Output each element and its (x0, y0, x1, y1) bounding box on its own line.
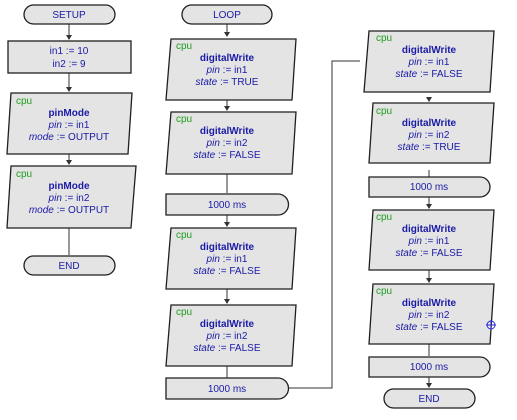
arrow-head (224, 222, 230, 227)
param-line-2: state := FALSE (194, 150, 261, 161)
block-title: digitalWrite (402, 298, 457, 309)
cpu-tag: cpu (376, 212, 392, 223)
terminal-label: END (58, 261, 79, 272)
loop2-digitalwrite-block-3[interactable]: cpu digitalWrite pin := in1 state := FAL… (368, 209, 495, 271)
delay-label: 1000 ms (208, 384, 246, 395)
arrow-head (66, 87, 72, 92)
param-line-2: mode := OUTPUT (29, 132, 109, 143)
setup-end-terminal[interactable]: END (23, 255, 116, 276)
arrow-head (224, 299, 230, 304)
cpu-tag: cpu (176, 307, 192, 318)
block-title: digitalWrite (402, 224, 457, 235)
loop2-digitalwrite-block-1[interactable]: cpu digitalWrite pin := in1 state := FAL… (363, 30, 495, 93)
block-title: digitalWrite (402, 118, 457, 129)
terminal-label: SETUP (52, 10, 86, 21)
connection-point-icon[interactable] (486, 320, 496, 330)
loop2-delay-2[interactable]: 1000 ms (368, 356, 491, 378)
setup-start-terminal[interactable]: SETUP (23, 4, 116, 25)
cpu-tag: cpu (16, 169, 32, 180)
arrow-head (224, 106, 230, 111)
arrow-head (224, 32, 230, 37)
arrow-head (426, 97, 432, 102)
param-line-2: state := FALSE (194, 266, 261, 277)
param-line-1: pin := in1 (408, 236, 450, 247)
arrow-head (426, 204, 432, 209)
param-line-2: state := FALSE (396, 322, 463, 333)
arrow-head (66, 35, 72, 40)
param-line-2: state := FALSE (396, 248, 463, 259)
loop2-digitalwrite-block-2[interactable]: cpu digitalWrite pin := in2 state := TRU… (368, 102, 495, 164)
param-line-1: pin := in1 (408, 57, 450, 68)
loop-delay-2[interactable]: 1000 ms (165, 377, 290, 400)
block-title: digitalWrite (200, 319, 255, 330)
connectors (66, 24, 432, 389)
loop-start-terminal[interactable]: LOOP (181, 4, 273, 25)
arrow-head (66, 160, 72, 165)
param-line-1: pin := in1 (206, 65, 248, 76)
cpu-tag: cpu (376, 33, 392, 44)
init-line-2: in2 := 9 (52, 59, 86, 70)
param-line-1: pin := in1 (206, 254, 248, 265)
block-title: digitalWrite (200, 53, 255, 64)
param-line-2: state := TRUE (398, 142, 461, 153)
loop-delay-1[interactable]: 1000 ms (165, 193, 290, 216)
block-title: pinMode (48, 181, 90, 192)
cpu-tag: cpu (176, 41, 192, 52)
param-line-2: state := FALSE (194, 343, 261, 354)
loop2-delay-1[interactable]: 1000 ms (368, 176, 491, 198)
block-title: digitalWrite (200, 126, 255, 137)
arrow-head (426, 278, 432, 283)
delay-label: 1000 ms (410, 182, 448, 193)
loop2-digitalwrite-block-4[interactable]: cpu digitalWrite pin := in2 state := FAL… (368, 283, 495, 345)
terminal-label: LOOP (213, 10, 241, 21)
block-title: digitalWrite (402, 45, 457, 56)
param-line-2: state := FALSE (396, 69, 463, 80)
setup-init-block[interactable]: in1 := 10 in2 := 9 (7, 40, 132, 74)
block-title: pinMode (48, 108, 90, 119)
param-line-1: pin := in2 (206, 331, 248, 342)
cpu-tag: cpu (16, 96, 32, 107)
param-line-1: pin := in2 (48, 193, 90, 204)
cpu-tag: cpu (376, 106, 392, 117)
loop-digitalwrite-block-4[interactable]: cpu digitalWrite pin := in2 state := FAL… (165, 304, 297, 367)
loop-digitalwrite-block-1[interactable]: cpu digitalWrite pin := in1 state := TRU… (165, 38, 297, 101)
setup-pinmode-block-2[interactable]: cpu pinMode pin := in2 mode := OUTPUT (6, 165, 137, 229)
param-line-2: state := TRUE (196, 77, 259, 88)
cpu-tag: cpu (176, 114, 192, 125)
delay-label: 1000 ms (410, 362, 448, 373)
arrow-head (426, 383, 432, 388)
cpu-tag: cpu (376, 286, 392, 297)
loop-digitalwrite-block-2[interactable]: cpu digitalWrite pin := in2 state := FAL… (165, 111, 297, 175)
setup-pinmode-block-1[interactable]: cpu pinMode pin := in1 mode := OUTPUT (6, 92, 133, 155)
loop-digitalwrite-block-3[interactable]: cpu digitalWrite pin := in1 state := FAL… (165, 227, 297, 290)
terminal-label: END (418, 394, 439, 405)
param-line-1: pin := in2 (408, 310, 450, 321)
init-line-1: in1 := 10 (50, 46, 89, 57)
delay-label: 1000 ms (208, 200, 246, 211)
cpu-tag: cpu (176, 230, 192, 241)
param-line-2: mode := OUTPUT (29, 205, 109, 216)
param-line-1: pin := in2 (206, 138, 248, 149)
wrap-connector (289, 60, 360, 389)
param-line-1: pin := in1 (48, 120, 90, 131)
block-title: digitalWrite (200, 242, 255, 253)
loop2-end-terminal[interactable]: END (383, 388, 476, 409)
param-line-1: pin := in2 (408, 130, 450, 141)
